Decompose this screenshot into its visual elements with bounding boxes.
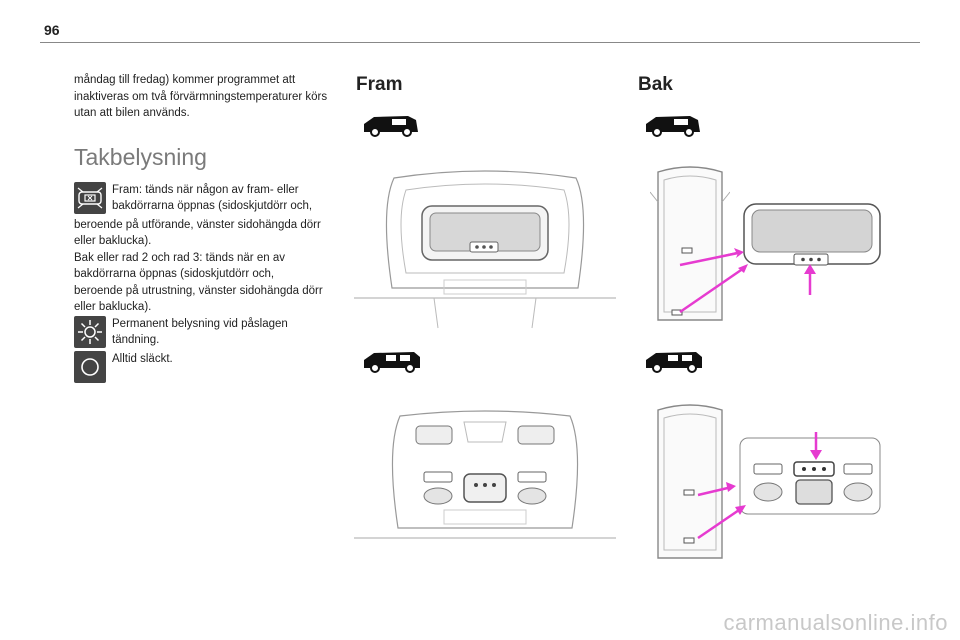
mode-doors-line-1: Fram: tänds när någon av fram- eller: [112, 183, 299, 196]
front-ceiling-light-diagram: [354, 170, 616, 329]
mode-doors-cont-6: eller baklucka).: [74, 301, 152, 313]
mode-doors-continuation: beroende på utförande, vänster sidohängd…: [74, 217, 344, 316]
rear-long-van-top-diagram: [657, 404, 723, 559]
mode-permanent-line-1: Permanent belysning vid påslagen: [112, 317, 288, 330]
page-number: 96: [44, 22, 60, 38]
mode-doors: Fram: tänds när någon av fram- eller bak…: [74, 181, 344, 215]
mode-doors-cont-1: beroende på utförande, vänster sidohängd…: [74, 218, 321, 231]
sun-light-on-icon: [74, 315, 106, 348]
front-ceiling-console-diagram: [354, 410, 616, 539]
door-courtesy-light-icon: [74, 181, 106, 214]
rear-title: Bak: [638, 74, 673, 95]
mode-doors-cont-3: Bak eller rad 2 och rad 3: tänds när en …: [74, 251, 285, 264]
mode-doors-line-2: bakdörrarna öppnas (sidoskjutdörr och,: [112, 200, 313, 212]
mode-doors-cont-5: beroende på utrustning, vänster sidohäng…: [74, 284, 323, 297]
mode-off-line-1: Alltid släckt.: [112, 352, 173, 365]
van-short-front-icon: [364, 116, 418, 137]
van-long-rear-icon: [646, 352, 702, 373]
mode-permanent-line-2: tändning.: [112, 334, 160, 346]
section-heading: Takbelysning: [74, 143, 207, 170]
footer-watermark: carmanualsonline.info: [723, 610, 948, 635]
mode-doors-cont-2: eller baklucka).: [74, 235, 152, 247]
van-short-rear-icon: [646, 116, 700, 137]
rear-van-top-diagram: [650, 166, 730, 321]
mode-permanent: Permanent belysning vid påslagen tändnin…: [74, 315, 344, 349]
circle-light-off-icon: [74, 350, 106, 383]
rear-highlight-arrows: [679, 248, 816, 314]
van-long-front-icon: [364, 352, 420, 373]
header-rule: [40, 42, 920, 43]
front-title: Fram: [356, 74, 403, 95]
rear-long-highlight-arrows: [697, 432, 822, 540]
left-column: måndag till fredag) kommer programmet at…: [74, 72, 344, 385]
mode-doors-cont-4: bakdörrarna öppnas (sidoskjutdörr och,: [74, 268, 275, 280]
rear-ceiling-console-diagram: [739, 437, 881, 515]
rear-ceiling-light-diagram: [743, 203, 881, 266]
mode-off: Alltid släckt.: [74, 350, 344, 383]
intro-text: måndag till fredag) kommer programmet at…: [74, 74, 328, 119]
